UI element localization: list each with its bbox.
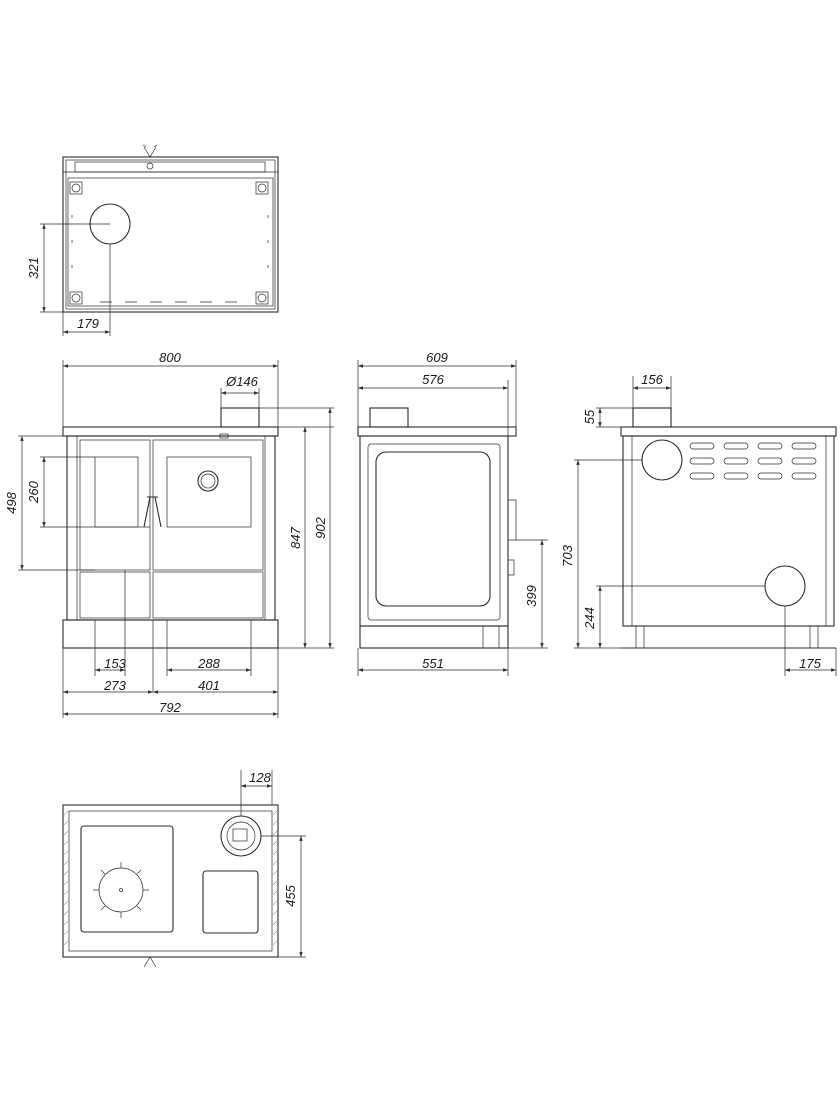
dim-847: 847	[288, 526, 303, 548]
dim-792: 792	[159, 700, 181, 715]
dim-288: 288	[197, 656, 220, 671]
thermometer-dial	[197, 470, 219, 492]
dim-576: 576	[422, 372, 444, 387]
dim-175: 175	[799, 656, 821, 671]
front-view: 800 Ø146 498 260 847 902 153 288	[4, 350, 334, 718]
dim-153: 153	[104, 656, 126, 671]
dim-455: 455	[283, 884, 298, 906]
dim-156: 156	[641, 372, 663, 387]
dim-diameter-146: Ø146	[225, 374, 259, 389]
dim-128: 128	[249, 770, 271, 785]
dim-800: 800	[159, 350, 181, 365]
dim-55: 55	[582, 409, 597, 424]
dim-401: 401	[198, 678, 220, 693]
dim-399: 399	[524, 585, 539, 607]
dim-321: 321	[26, 257, 41, 279]
top-view: 128 455	[62, 770, 306, 968]
flue-outlet-rear-top	[641, 439, 683, 481]
side-view: 609 576 399 551	[357, 350, 548, 676]
dim-260: 260	[26, 480, 41, 503]
dim-902: 902	[313, 516, 328, 538]
flue-outlet-rear-bottom	[764, 565, 806, 607]
rear-view: 156 55 703 244 175	[560, 372, 837, 676]
dim-273: 273	[103, 678, 126, 693]
bottom-view: 321 179	[26, 144, 279, 336]
dim-551: 551	[422, 656, 444, 671]
dim-179: 179	[77, 316, 99, 331]
dim-609: 609	[426, 350, 448, 365]
dim-703: 703	[560, 544, 575, 566]
dim-244: 244	[582, 607, 597, 630]
dim-498: 498	[4, 491, 19, 513]
